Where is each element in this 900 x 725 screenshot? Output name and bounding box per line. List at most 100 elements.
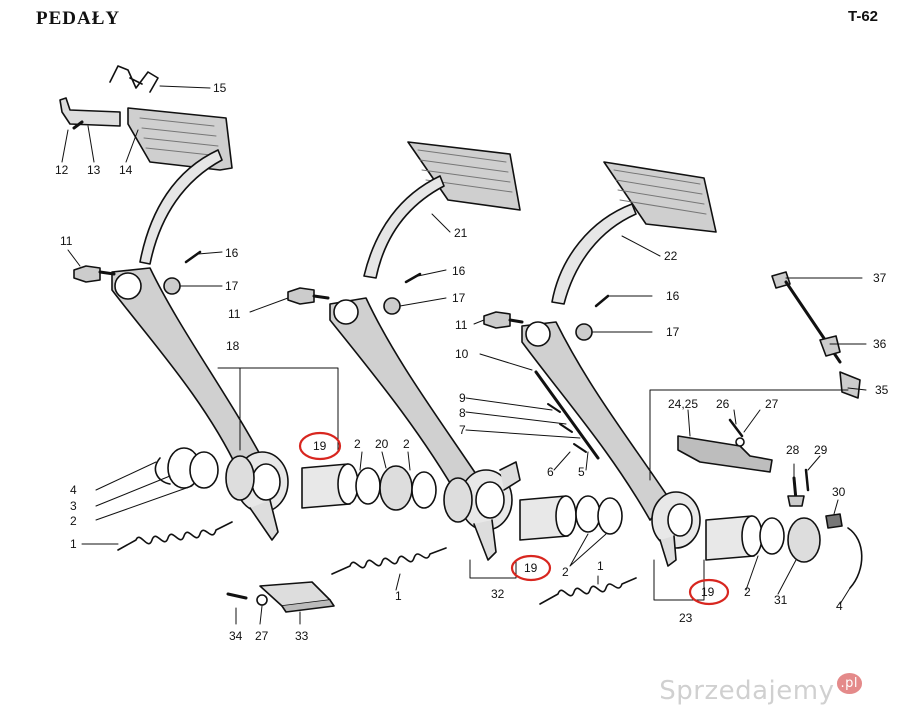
ring-2-far-right	[759, 517, 785, 555]
washer-27	[735, 437, 745, 447]
lever-eye-middle	[333, 299, 359, 325]
part-label: 21	[454, 226, 468, 240]
part-label: 1	[597, 559, 604, 573]
lever-foot-middle	[473, 519, 497, 561]
watermark-suffix: .pl	[836, 673, 862, 694]
lever-eye-right	[525, 321, 551, 347]
part-label: 7	[459, 423, 466, 437]
nut-17-right	[575, 323, 593, 341]
part-label: 5	[578, 465, 585, 479]
bolt-11-middle	[287, 287, 315, 305]
return-spring-1-left	[117, 521, 233, 551]
part-label: 13	[87, 163, 101, 177]
part-label: 11	[455, 318, 468, 332]
part-label: 17	[452, 291, 466, 305]
nut-17-left	[163, 277, 181, 295]
part-label: 15	[213, 81, 227, 95]
part-label: 27	[255, 629, 269, 643]
hub-middle	[443, 477, 473, 523]
collar-20	[379, 465, 413, 511]
block-30	[825, 513, 843, 529]
page-code: T-62	[847, 8, 878, 25]
part-label: 2	[744, 585, 751, 599]
lever-tab-middle	[499, 461, 521, 491]
highlighted-part-label: 19	[701, 585, 715, 599]
bolt-34	[226, 592, 248, 600]
part-label: 17	[666, 325, 680, 339]
part-label: 9	[459, 391, 466, 405]
part-label: 28	[786, 443, 800, 457]
part-label: 8	[459, 406, 466, 420]
pin-16-middle	[404, 272, 422, 284]
part-label: 1	[395, 589, 402, 603]
part-label: 2	[562, 565, 569, 579]
ring-2-mid-a	[355, 467, 381, 505]
lever-foot-right	[659, 535, 677, 567]
highlighted-part-label: 19	[313, 439, 327, 453]
bolt-29	[804, 468, 810, 492]
collar-31	[787, 517, 821, 563]
highlight-19-right	[688, 578, 730, 606]
part-label: 29	[814, 443, 828, 457]
washer-27-bottom	[256, 594, 268, 606]
part-label: 2	[70, 514, 77, 528]
watermark: Sprzedajemy.pl	[659, 673, 862, 706]
part-label: 27	[765, 397, 779, 411]
part-label: 2	[403, 437, 410, 451]
pin-12	[72, 120, 84, 130]
lever-foot-left	[249, 499, 279, 541]
part-label: 16	[225, 246, 239, 260]
pedal-shank-left	[139, 149, 223, 265]
part-label: 32	[491, 587, 505, 601]
part-label: 16	[666, 289, 680, 303]
pedal-shank-right	[551, 203, 637, 305]
part-label: 37	[873, 271, 887, 285]
part-label: 33	[295, 629, 309, 643]
bracket-13	[59, 97, 121, 127]
part-label: 6	[547, 465, 554, 479]
part-label: 31	[774, 593, 788, 607]
spring-clip-15	[109, 65, 159, 93]
part-label: 18	[226, 339, 240, 353]
part-label: 20	[375, 437, 389, 451]
lever-eye-left	[114, 272, 142, 300]
rod-head-37	[771, 271, 791, 289]
plate-24-25	[677, 435, 773, 473]
highlight-19-left	[298, 431, 342, 461]
pin-16-left	[184, 250, 202, 264]
spring-ring-4-right	[847, 527, 863, 589]
part-label: 16	[452, 264, 466, 278]
part-label: 12	[55, 163, 69, 177]
part-label: 11	[60, 234, 73, 248]
part-label: 2	[354, 437, 361, 451]
watermark-brand: Sprzedajemy	[659, 676, 835, 706]
hub-left	[225, 455, 255, 501]
nut-17-middle	[383, 297, 401, 315]
pin-16-right	[594, 294, 610, 308]
return-spring-1-middle	[331, 547, 447, 575]
pedal-shank-middle	[363, 175, 445, 279]
part-label: 36	[873, 337, 887, 351]
ring-2-left	[189, 451, 219, 489]
spring-ring-4-left	[154, 457, 171, 485]
part-label: 4	[836, 599, 843, 613]
part-label: 35	[875, 383, 889, 397]
part-label: 17	[225, 279, 239, 293]
part-label: 26	[716, 397, 730, 411]
page-title: PEDAŁY	[36, 8, 121, 29]
part-label: 24,25	[668, 397, 699, 411]
return-spring-1-right	[539, 577, 637, 605]
part-label: 4	[70, 483, 77, 497]
part-label: 1	[70, 537, 77, 551]
part-label: 30	[832, 485, 846, 499]
adjuster-rod	[534, 370, 600, 460]
part-label: 10	[455, 347, 469, 361]
bolt-26	[728, 418, 744, 438]
highlighted-part-label: 19	[524, 561, 538, 575]
ring-2-right-a	[575, 495, 601, 533]
part-label: 11	[228, 307, 241, 321]
highlight-19-middle	[510, 554, 552, 582]
bolt-11-left	[73, 265, 101, 283]
